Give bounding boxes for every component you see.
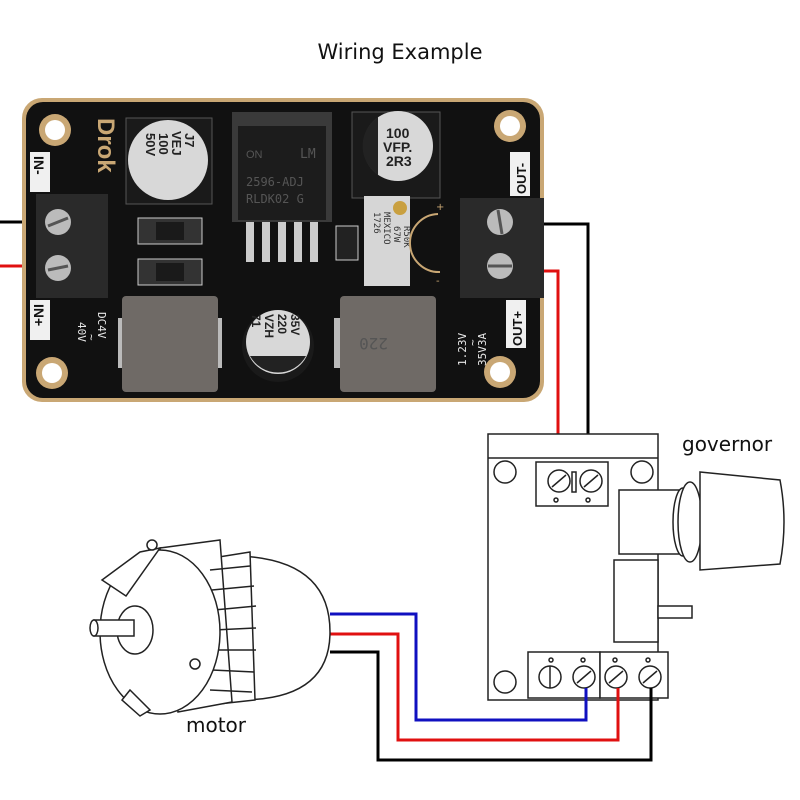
motor-illustration — [89, 539, 331, 717]
governor-potentiometer — [618, 471, 785, 571]
svg-text:2R3: 2R3 — [386, 153, 412, 169]
output-voltage-range: 1.23V ~ 35V3A — [456, 333, 489, 366]
inductor-l1 — [118, 296, 222, 392]
mounting-hole — [36, 357, 68, 389]
svg-text:IN+: IN+ — [31, 304, 47, 326]
svg-text:220: 220 — [275, 314, 289, 334]
output-positive-wire — [540, 269, 560, 472]
svg-text:LM: LM — [300, 147, 316, 162]
governor-input-terminal — [535, 461, 609, 507]
svg-text:220: 220 — [359, 334, 388, 353]
svg-text:1726: 1726 — [371, 212, 381, 234]
input-terminal-block — [36, 194, 108, 298]
svg-text:OUT-: OUT- — [514, 163, 529, 194]
svg-text:VZH: VZH — [262, 314, 276, 338]
mounting-hole — [494, 110, 526, 142]
svg-text:OUT+: OUT+ — [510, 311, 525, 346]
diagram-title: Wiring Example — [317, 40, 483, 64]
svg-text:-: - — [436, 276, 440, 287]
svg-text:35V3A: 35V3A — [476, 333, 489, 366]
in-positive-label: IN+ — [30, 300, 50, 340]
governor-output-terminal — [527, 651, 669, 699]
mounting-hole — [39, 114, 71, 146]
svg-text:40V: 40V — [75, 322, 88, 342]
input-capacitor: J7 VEJ 100 50V — [125, 117, 213, 205]
svg-text:VFP.: VFP. — [383, 139, 412, 155]
motor-label: motor — [186, 713, 247, 737]
svg-text:~: ~ — [85, 334, 98, 341]
svg-text:ON: ON — [246, 149, 263, 161]
svg-text:100: 100 — [386, 125, 410, 141]
governor-label: governor — [682, 432, 773, 456]
trimmer-potentiometer: 1726 MEXICO 67W R50K + - — [364, 196, 444, 287]
output-terminal-block — [460, 198, 544, 298]
out-negative-label: OUT- — [510, 152, 530, 196]
svg-text:DC4V: DC4V — [95, 312, 108, 339]
diode-d1 — [137, 217, 203, 245]
svg-text:+: + — [436, 202, 444, 213]
inductor-l2: 220 — [334, 296, 436, 392]
output-negative-wire — [540, 222, 590, 472]
svg-text:RLDK02 G: RLDK02 G — [246, 192, 304, 206]
resistor-r2 — [335, 225, 359, 261]
regulator-ic: ON LM 2596-ADJ RLDK02 G — [232, 112, 332, 262]
mounting-hole — [484, 356, 516, 388]
svg-text:J7: J7 — [182, 133, 197, 147]
svg-text:IN-: IN- — [31, 156, 47, 175]
brand-logo: Drok — [92, 118, 119, 173]
bottom-capacitor: 71 VZH 220 35V — [242, 310, 314, 382]
svg-text:VEJ: VEJ — [169, 131, 184, 156]
input-voltage-range: DC4V ~ 40V — [75, 312, 108, 342]
diode-d2 — [137, 258, 203, 286]
svg-text:50V: 50V — [143, 133, 158, 156]
in-negative-label: IN- — [30, 152, 50, 192]
output-capacitor: 100 VFP. 2R3 — [351, 111, 441, 199]
svg-text:71: 71 — [249, 314, 263, 328]
svg-text:~: ~ — [466, 339, 479, 346]
out-positive-label: OUT+ — [506, 300, 526, 348]
governor-switch — [613, 559, 693, 643]
dc-converter-board: Drok J7 VEJ 100 50V ON LM 2596-ADJ RLDK0… — [22, 98, 544, 402]
motor-blue-wire — [330, 612, 588, 722]
svg-text:1.23V: 1.23V — [456, 333, 469, 366]
motor-black-wire — [330, 650, 653, 762]
svg-text:67W: 67W — [391, 226, 401, 243]
svg-text:2596-ADJ: 2596-ADJ — [246, 175, 304, 189]
svg-text:35V: 35V — [288, 314, 302, 335]
svg-text:R50K: R50K — [401, 226, 411, 248]
svg-text:MEXICO: MEXICO — [381, 212, 391, 245]
svg-text:100: 100 — [156, 133, 171, 155]
motor-red-wire — [330, 632, 620, 742]
